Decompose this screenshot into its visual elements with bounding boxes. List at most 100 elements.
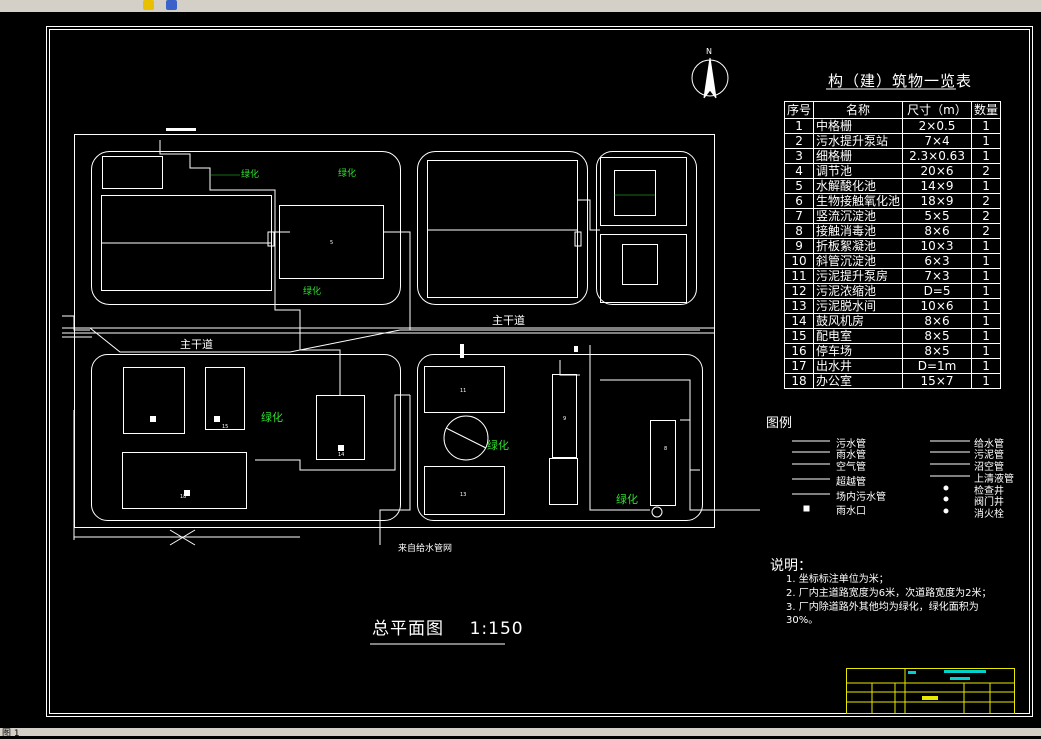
building-16 [123,367,185,434]
table-cell: 13 [783,298,815,314]
title-block [846,668,1015,714]
road-label-left: 主干道 [180,338,213,351]
green-label-1: 绿化 [241,170,260,180]
table-cell: 10×3 [902,238,973,254]
table-cell: 14×9 [902,178,973,194]
inner-border [49,29,1030,714]
unit-number-13: 13 [460,492,467,498]
note-line: 1. 坐标标注单位为米； [786,574,889,585]
table-cell: 2 [971,163,1002,179]
building-10 [549,458,578,505]
table-cell: 1 [971,238,1002,254]
note-line: 30%。 [786,615,819,626]
building-11 [424,366,505,413]
toolbar-strip [0,0,1041,12]
table-cell: 配电室 [813,328,904,344]
table-cell: 10×6 [902,298,973,314]
unit-number-18: 18 [180,494,187,500]
unit-number-14: 14 [338,452,345,458]
block-upper-right [596,151,697,305]
table-cell: 1 [971,313,1002,329]
unit-number-8: 8 [664,446,668,452]
table-cell: 5×5 [902,208,973,224]
blue-tool-icon[interactable] [166,0,177,10]
table-cell: 1 [971,253,1002,269]
legend-item: 场内污水管 [836,492,886,503]
table-cell: 污泥浓缩池 [813,283,904,299]
table-cell: 接触消毒池 [813,223,904,239]
unit-number-11: 11 [460,388,467,394]
green-label-2: 绿化 [338,169,357,179]
table-cell: 1 [971,148,1002,164]
table-cell: 7×4 [902,133,973,149]
legend-item: 污水管 [836,439,866,450]
table-cell: 1 [971,178,1002,194]
legend-item: 阀门井 [974,497,1004,508]
green-label-4: 绿化 [261,411,283,424]
table-cell: 6 [783,193,815,209]
table-cell: 14 [783,313,815,329]
north-label: N [706,47,712,56]
legend-item: 沼空管 [974,462,1004,473]
table-cell: 办公室 [813,373,904,389]
table-cell: D=5 [902,283,973,299]
table-cell: 18×9 [902,193,973,209]
unit-number-5: 5 [330,240,334,246]
legend-item: 雨水管 [836,450,866,461]
legend-title: 图例 [766,416,793,431]
table-cell: 1 [971,298,1002,314]
cad-drawing-canvas[interactable]: N [0,12,1041,728]
table-cell: 水解酸化池 [813,178,904,194]
table-cell: 1 [971,343,1002,359]
block-lower-left [91,354,401,521]
building-14 [316,395,365,460]
table-title: 构（建）筑物一览表 [828,72,973,90]
table-cell: 1 [971,268,1002,284]
yellow-tool-icon[interactable] [143,0,154,10]
building-18 [122,452,247,509]
green-label-5: 绿化 [487,439,509,452]
note-line: 2. 厂内主道路宽度为6米，次道路宽度为2米； [786,588,992,599]
road-label-upper: 主干道 [492,314,525,327]
table-cell: 15×7 [902,373,973,389]
table-cell: 出水井 [813,358,904,374]
outlet-well-17 [651,506,663,518]
table-title-underline [826,88,956,90]
legend-item: 给水管 [974,439,1004,450]
table-cell: 细格栅 [813,148,904,164]
legend-item: 消火栓 [974,509,1004,520]
status-text: 图 1 [2,729,20,739]
notes-title: 说明： [770,558,812,574]
legend-item: 污泥管 [974,450,1004,461]
legend-item: 超越管 [836,477,866,488]
table-cell: 竖流沉淀池 [813,208,904,224]
block-upper-middle [417,151,588,305]
table-cell: 1 [971,373,1002,389]
table-cell: 1 [971,118,1002,134]
block-upper-left [91,151,401,305]
table-cell: 7 [783,208,815,224]
table-cell: 污泥提升泵房 [813,268,904,284]
building-8 [650,420,676,506]
table-cell: 中格栅 [813,118,904,134]
table-cell: 8 [783,223,815,239]
table-cell: 1 [783,118,815,134]
table-cell: 鼓风机房 [813,313,904,329]
table-cell: 7×3 [902,268,973,284]
table-cell: 2 [971,223,1002,239]
